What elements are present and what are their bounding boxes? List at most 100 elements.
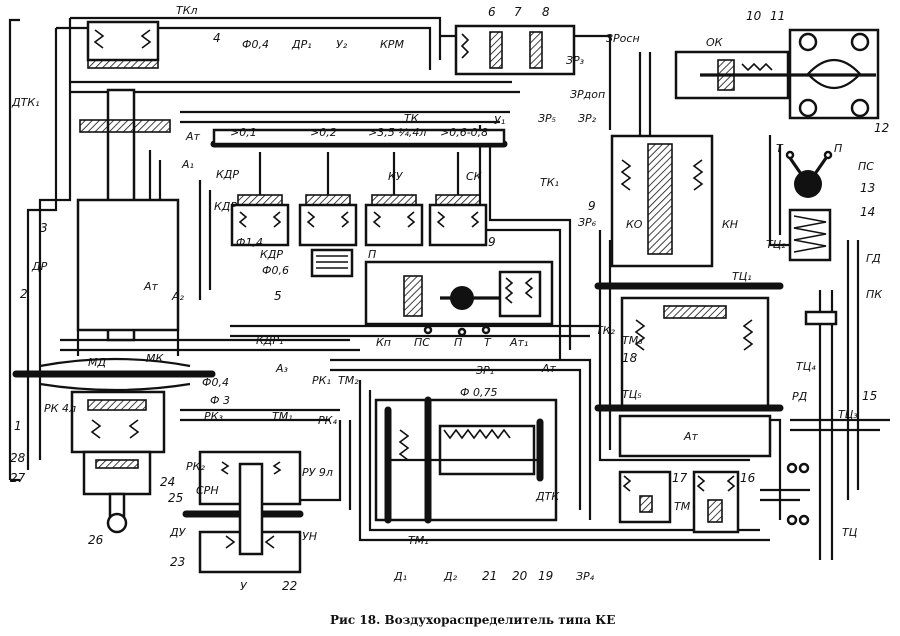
figure-caption: Рис 18. Воздухораспределитель типа КЕ (330, 613, 615, 627)
label-11: 11 (770, 9, 785, 23)
label-6: 6 (488, 5, 496, 19)
label-p: П (368, 248, 376, 261)
label-s35: >3,5 ¼,4л (368, 126, 426, 139)
label-ok: ОК (706, 36, 724, 49)
label-d14: Ф1,4 (236, 236, 263, 249)
label-at1: Ат₁ (509, 336, 528, 349)
label-tk2: ТК₂ (596, 324, 616, 337)
label-1: 1 (14, 419, 22, 433)
label-tk1: ТК₁ (540, 176, 559, 189)
main-diaphragm-md (12, 357, 216, 392)
label-a1: А₁ (181, 158, 194, 171)
label-kp: Кп (376, 336, 391, 349)
label-u2: У₂ (336, 38, 348, 51)
label-13: 13 (860, 181, 875, 195)
label-ps: ПС (858, 160, 874, 173)
regulator-block (210, 128, 508, 278)
right-valve-column (594, 134, 838, 458)
label-tc1: ТЦ₁ (732, 270, 752, 283)
label-4: 4 (213, 31, 221, 45)
label-tk: ТК (404, 112, 420, 125)
label-25: 25 (168, 491, 183, 505)
label-d04: Ф0,4 (202, 376, 229, 389)
label-7: 7 (514, 5, 522, 19)
label-dtk1: ДТК₁ (11, 96, 40, 109)
bottom-right-valves (618, 462, 810, 534)
label-d06: Ф0,6 (262, 264, 289, 277)
label-kdr: КДР (214, 200, 237, 213)
label-zrdop: ЗРдоп (570, 88, 605, 101)
label-y: У (240, 580, 248, 593)
label-kdr: КДР (216, 168, 239, 181)
label-pk: ПК (866, 288, 883, 301)
pipelines (8, 16, 890, 560)
label-19: 19 (538, 569, 553, 583)
label-18: 18 (622, 351, 638, 365)
label-t: Т (776, 142, 784, 155)
top-right-valves (454, 24, 880, 120)
label-27: 27 (10, 471, 26, 485)
label-dr1: ДР₁ (291, 38, 312, 51)
label-dr: ДР (31, 260, 48, 273)
label-rk4l: РК 4л (44, 402, 76, 415)
label-rk4: РК₄ (318, 414, 337, 427)
label-14: 14 (860, 205, 875, 219)
label-kdr: КДР (260, 248, 283, 261)
label-p: П (454, 336, 462, 349)
label-tm2: ТМ₂ (338, 374, 359, 387)
label-at: Ат (541, 362, 557, 375)
label-sk: СК (466, 170, 483, 183)
label-gd: ГД (866, 252, 881, 265)
label-24: 24 (160, 475, 175, 489)
label-23: 23 (170, 555, 185, 569)
label-dtk: ДТК (535, 490, 560, 503)
label-zr2: ЗР₂ (578, 112, 597, 125)
label-10: 10 (746, 9, 762, 23)
label-tc3: ТЦ₃ (838, 408, 858, 421)
label-d2: Д₂ (443, 570, 458, 583)
label-tm1: ТМ₁ (272, 410, 293, 423)
label-tm1: ТМ₁ (408, 534, 429, 547)
label-a3: А₃ (275, 362, 289, 375)
label-28: 28 (10, 451, 26, 465)
label-tc2: ТЦ₂ (766, 238, 786, 251)
label-9: 9 (588, 199, 596, 213)
mode-switch-block (364, 260, 554, 337)
label-t: Т (484, 336, 492, 349)
label-15: 15 (862, 389, 877, 403)
label-22: 22 (282, 579, 297, 593)
label-s01: >0,1 (230, 126, 257, 139)
label-d3: Ф 3 (210, 394, 230, 407)
label-s06: >0,6-0,8 (440, 126, 488, 139)
label-ku: КУ (388, 170, 404, 183)
label-3: 3 (40, 221, 48, 235)
label-tc4: ТЦ₄ (796, 360, 816, 373)
label-rk1: РК₁ (312, 374, 331, 387)
label-kn: КН (722, 218, 738, 231)
label-tc5: ТЦ₅ (622, 388, 642, 401)
label-zr4: ЗР₄ (576, 570, 595, 583)
label-tm: ТМ (674, 500, 691, 513)
label-un: УН (302, 530, 317, 543)
label-at: Ат (683, 430, 699, 443)
label-krm: КРМ (380, 38, 404, 51)
label-tc: ТЦ (842, 526, 858, 539)
label-20: 20 (512, 569, 528, 583)
label-2: 2 (20, 287, 28, 301)
label-8: 8 (542, 5, 550, 19)
label-tkl: ТКл (176, 4, 198, 17)
label-u1: У₁ (494, 114, 505, 127)
label-d075: Ф 0,75 (460, 386, 497, 399)
label-ko: КО (626, 218, 643, 231)
label-21: 21 (482, 569, 497, 583)
left-valve-column (76, 20, 180, 356)
label-at: Ат (143, 280, 159, 293)
label-d1: Д₁ (393, 570, 407, 583)
label-9: 9 (488, 235, 496, 249)
center-lower-valve (374, 396, 558, 524)
label-rd: РД (792, 390, 808, 403)
label-26: 26 (88, 533, 104, 547)
label-16: 16 (740, 471, 756, 485)
label-d04: Ф0,4 (242, 38, 269, 51)
label-s02: >0,2 (310, 126, 337, 139)
